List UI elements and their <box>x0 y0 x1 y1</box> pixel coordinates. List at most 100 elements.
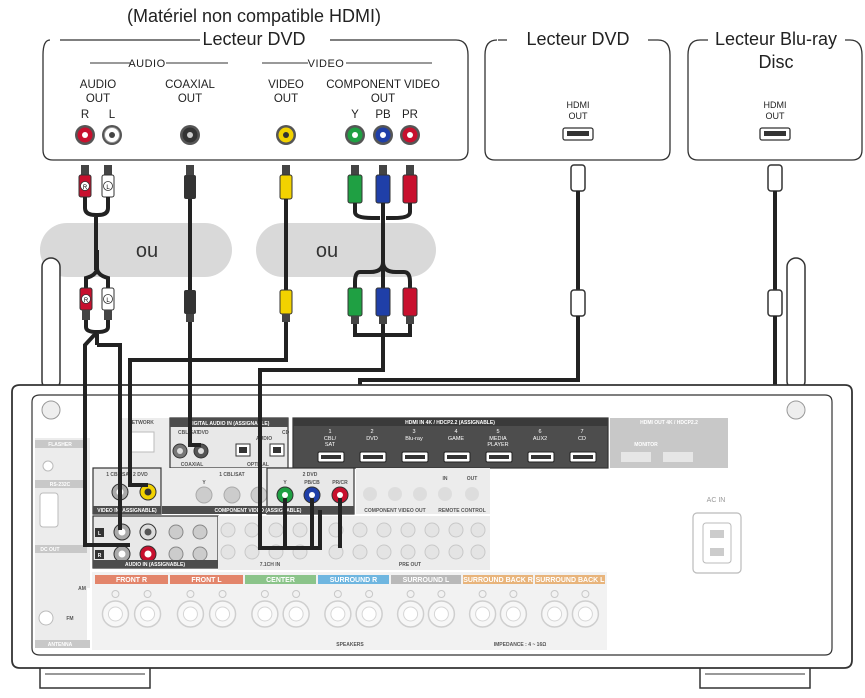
faded-jack <box>400 544 416 560</box>
speaker-terminal-core <box>547 606 563 622</box>
rca-plug-audio-l-top: L <box>101 165 115 198</box>
jack-video <box>276 125 296 145</box>
svg-text:R: R <box>84 298 89 304</box>
monitor-label: MONITOR <box>634 442 658 448</box>
speaker-group-bar <box>170 575 243 584</box>
faded-jack <box>220 544 236 560</box>
hdmi-out-panel: HDMI OUT 4K / HDCP2.2 MONITOR <box>610 418 728 468</box>
audio-r-label: R <box>81 109 89 121</box>
comp-pr-label: PR <box>402 109 418 121</box>
component-out-label: COMPONENT VIDEO OUT <box>364 508 425 514</box>
hdmi-port-slot <box>489 455 509 459</box>
faded-jack <box>470 544 486 560</box>
speaker-terminal-core <box>107 606 123 622</box>
hdmi-port-slot <box>573 455 593 459</box>
dvd-player-title: Lecteur DVD <box>202 29 305 49</box>
hdmi-input-name: MEDIA <box>489 436 507 442</box>
dc-out-label: DC OUT <box>40 547 59 553</box>
hdmi-input-name: PLAYER <box>487 442 508 448</box>
hdmi-input-7: 7CD <box>569 429 597 463</box>
audio-in-label: AUDIO IN (ASSIGNABLE) <box>125 562 185 568</box>
rca-plug-audio-r-top: R <box>78 165 92 198</box>
video-plug-top <box>279 165 293 200</box>
video-cable-to-receiver <box>128 322 288 487</box>
remote-out-label: OUT <box>467 476 478 482</box>
speaker-group-bar <box>535 575 605 584</box>
hdmi-dvd-out-label: HDMI <box>567 100 590 110</box>
choice-blob-audio <box>40 223 232 277</box>
speaker-group-bar <box>318 575 389 584</box>
hdmi-input-num: 3 <box>412 429 415 435</box>
polarity-mark <box>333 590 342 598</box>
speaker-group: SURROUND R <box>318 575 389 628</box>
hdmi-port-slot <box>363 455 383 459</box>
faded-jack <box>220 522 236 538</box>
speaker-group-label: FRONT R <box>116 577 147 584</box>
bluray-title-1: Lecteur Blu-ray <box>715 29 837 49</box>
speaker-group-bar <box>95 575 168 584</box>
coax-cable-to-receiver <box>188 322 201 447</box>
speaker-group: CENTER <box>245 575 316 628</box>
audio-l-label: L <box>109 109 116 121</box>
speaker-group-label: CENTER <box>266 577 295 584</box>
speaker-terminal-core <box>140 606 156 622</box>
video-out-label-2: OUT <box>274 93 298 105</box>
pre-out-label: PRE OUT <box>399 562 421 568</box>
hdmi-dvd-box <box>484 39 671 161</box>
coaxial-out-label: COAXIAL <box>165 79 215 91</box>
speaker-group: SURROUND BACK L <box>535 575 605 628</box>
faded-jack <box>376 544 392 560</box>
comp-dvd-y: Y <box>283 480 287 486</box>
speaker-group-label: SURROUND BACK R <box>463 577 533 584</box>
audio-in-panel: AUDIO IN (ASSIGNABLE) L R <box>92 515 219 569</box>
hdmi-input-num: 5 <box>496 429 499 435</box>
audio-out-label-2: OUT <box>86 93 110 105</box>
video-in-panel: 1 CBL/SAT 2 DVD VIDEO IN (ASSIGNABLE) <box>92 467 162 515</box>
or-label-audio: ou <box>136 240 158 262</box>
dig-tv-label: AUDIO <box>256 436 272 442</box>
faded-jack <box>244 544 260 560</box>
choice-blob-video <box>256 223 436 277</box>
component-out-label-2: OUT <box>371 93 395 105</box>
bluray-hdmi-port <box>759 127 791 141</box>
speaker-terminal-core <box>215 606 231 622</box>
dig-coaxial-label: COAXIAL <box>181 462 204 468</box>
video-out-label: VIDEO <box>268 79 304 91</box>
remote-control-label: REMOTE CONTROL <box>438 508 486 514</box>
left-panel-faded: FLASHER RS-232C DC OUT ANTENNA AM FM <box>35 438 90 648</box>
comp-dvd-pr: PR/CR <box>332 480 348 486</box>
hdmi-port-slot <box>447 455 467 459</box>
hdmi-input-num: 2 <box>370 429 373 435</box>
speaker-terminal-core <box>433 606 449 622</box>
fm-label: FM <box>66 616 73 622</box>
speaker-group: FRONT L <box>170 575 243 628</box>
polarity-mark <box>478 590 487 598</box>
faded-jack <box>448 544 464 560</box>
hdmi-port-slot <box>405 455 425 459</box>
faded-jack <box>424 522 440 538</box>
rca-plug-audio-l-bottom: L <box>101 287 115 320</box>
speakers-label: SPEAKERS <box>336 642 364 648</box>
comp-in-dvd-label: 2 DVD <box>303 472 318 478</box>
speaker-group-label: SURROUND L <box>403 577 450 584</box>
network-label: NETWORK <box>128 420 154 426</box>
hdmi-input-name: AUX2 <box>533 436 547 442</box>
bluray-box <box>687 39 863 161</box>
jack-audio-l <box>102 125 122 145</box>
component-out-faded: COMPONENT VIDEO OUT REMOTE CONTROL IN OU… <box>356 468 490 514</box>
video-section-label: VIDEO <box>308 58 345 70</box>
rs232c-label: RS-232C <box>50 482 71 488</box>
audio-section-label: AUDIO <box>128 58 165 70</box>
video-plug-bottom <box>279 289 293 322</box>
hdmi-input-num: 1 <box>328 429 331 435</box>
faded-jack <box>352 544 368 560</box>
hdmi-input-name: DVD <box>366 436 378 442</box>
hdmi-port-slot <box>321 455 341 459</box>
hdmi-dvd-port <box>562 127 594 141</box>
